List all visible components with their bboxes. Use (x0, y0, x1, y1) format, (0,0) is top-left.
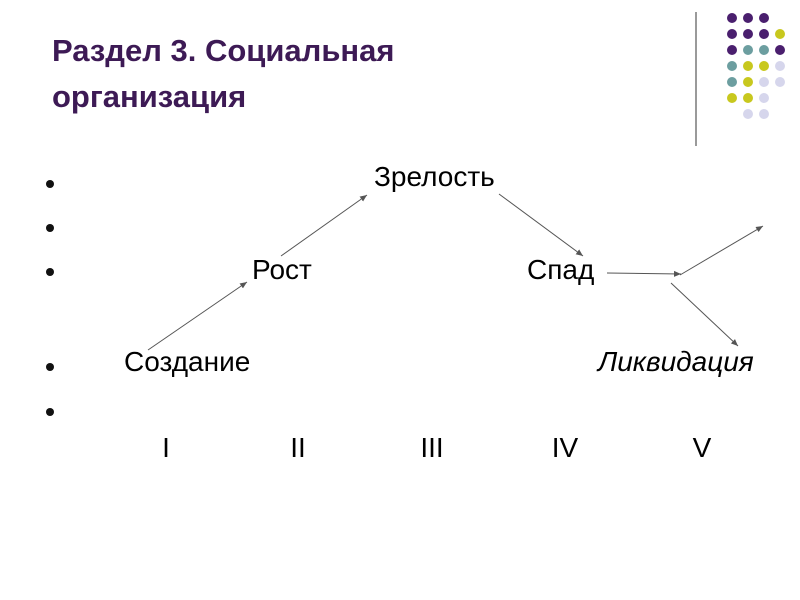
decor-dot (743, 13, 753, 23)
decor-dot (727, 93, 737, 103)
arrow-decline-out (606, 270, 682, 277)
bullet-1 (46, 180, 54, 188)
arrow-branch-down (670, 282, 739, 347)
decor-dot (743, 77, 753, 87)
decor-dot (727, 45, 737, 55)
bullet-4 (46, 363, 54, 371)
node-decline: Спад (527, 254, 594, 285)
decor-dot (743, 61, 753, 71)
decor-dot (743, 93, 753, 103)
decor-dot (743, 29, 753, 39)
decor-dot (775, 77, 785, 87)
slide-title-line-2: организация (52, 79, 247, 114)
bullet-3 (46, 268, 54, 276)
stage-label-3: III (420, 432, 443, 463)
decor-dot (759, 45, 769, 55)
decor-dot (759, 93, 769, 103)
arrow-growth-to-maturity (280, 194, 368, 257)
node-liquidation: Ликвидация (596, 346, 754, 377)
node-creation: Создание (124, 346, 250, 377)
arrow-maturity-to-decline (498, 193, 584, 257)
arrow-branch-up (679, 225, 764, 276)
stage-label-2: II (290, 432, 306, 463)
bullet-2 (46, 224, 54, 232)
stage-label-1: I (162, 432, 170, 463)
stage-label-5: V (693, 432, 712, 463)
decor-dot (759, 109, 769, 119)
decor-dot (743, 45, 753, 55)
decor-dot (759, 13, 769, 23)
decor-dot (775, 61, 785, 71)
decor-dot (727, 77, 737, 87)
slide-title-line-1: Раздел 3. Социальная (52, 33, 395, 68)
dot-grid-group (727, 13, 785, 119)
decorative-dot-grid (695, 12, 785, 146)
decor-dot (775, 29, 785, 39)
decor-dot (759, 77, 769, 87)
decor-dot (759, 61, 769, 71)
node-growth: Рост (252, 254, 312, 285)
decor-dot (727, 61, 737, 71)
decor-dot (743, 109, 753, 119)
decor-dot (727, 13, 737, 23)
node-maturity: Зрелость (374, 161, 495, 192)
slide-title: Раздел 3. Социальная организация (52, 28, 612, 120)
arrow-creation-to-growth (147, 281, 248, 351)
decor-dot (759, 29, 769, 39)
bullet-5 (46, 408, 54, 416)
decor-dot (775, 45, 785, 55)
decor-dot (727, 29, 737, 39)
stage-label-4: IV (552, 432, 579, 463)
